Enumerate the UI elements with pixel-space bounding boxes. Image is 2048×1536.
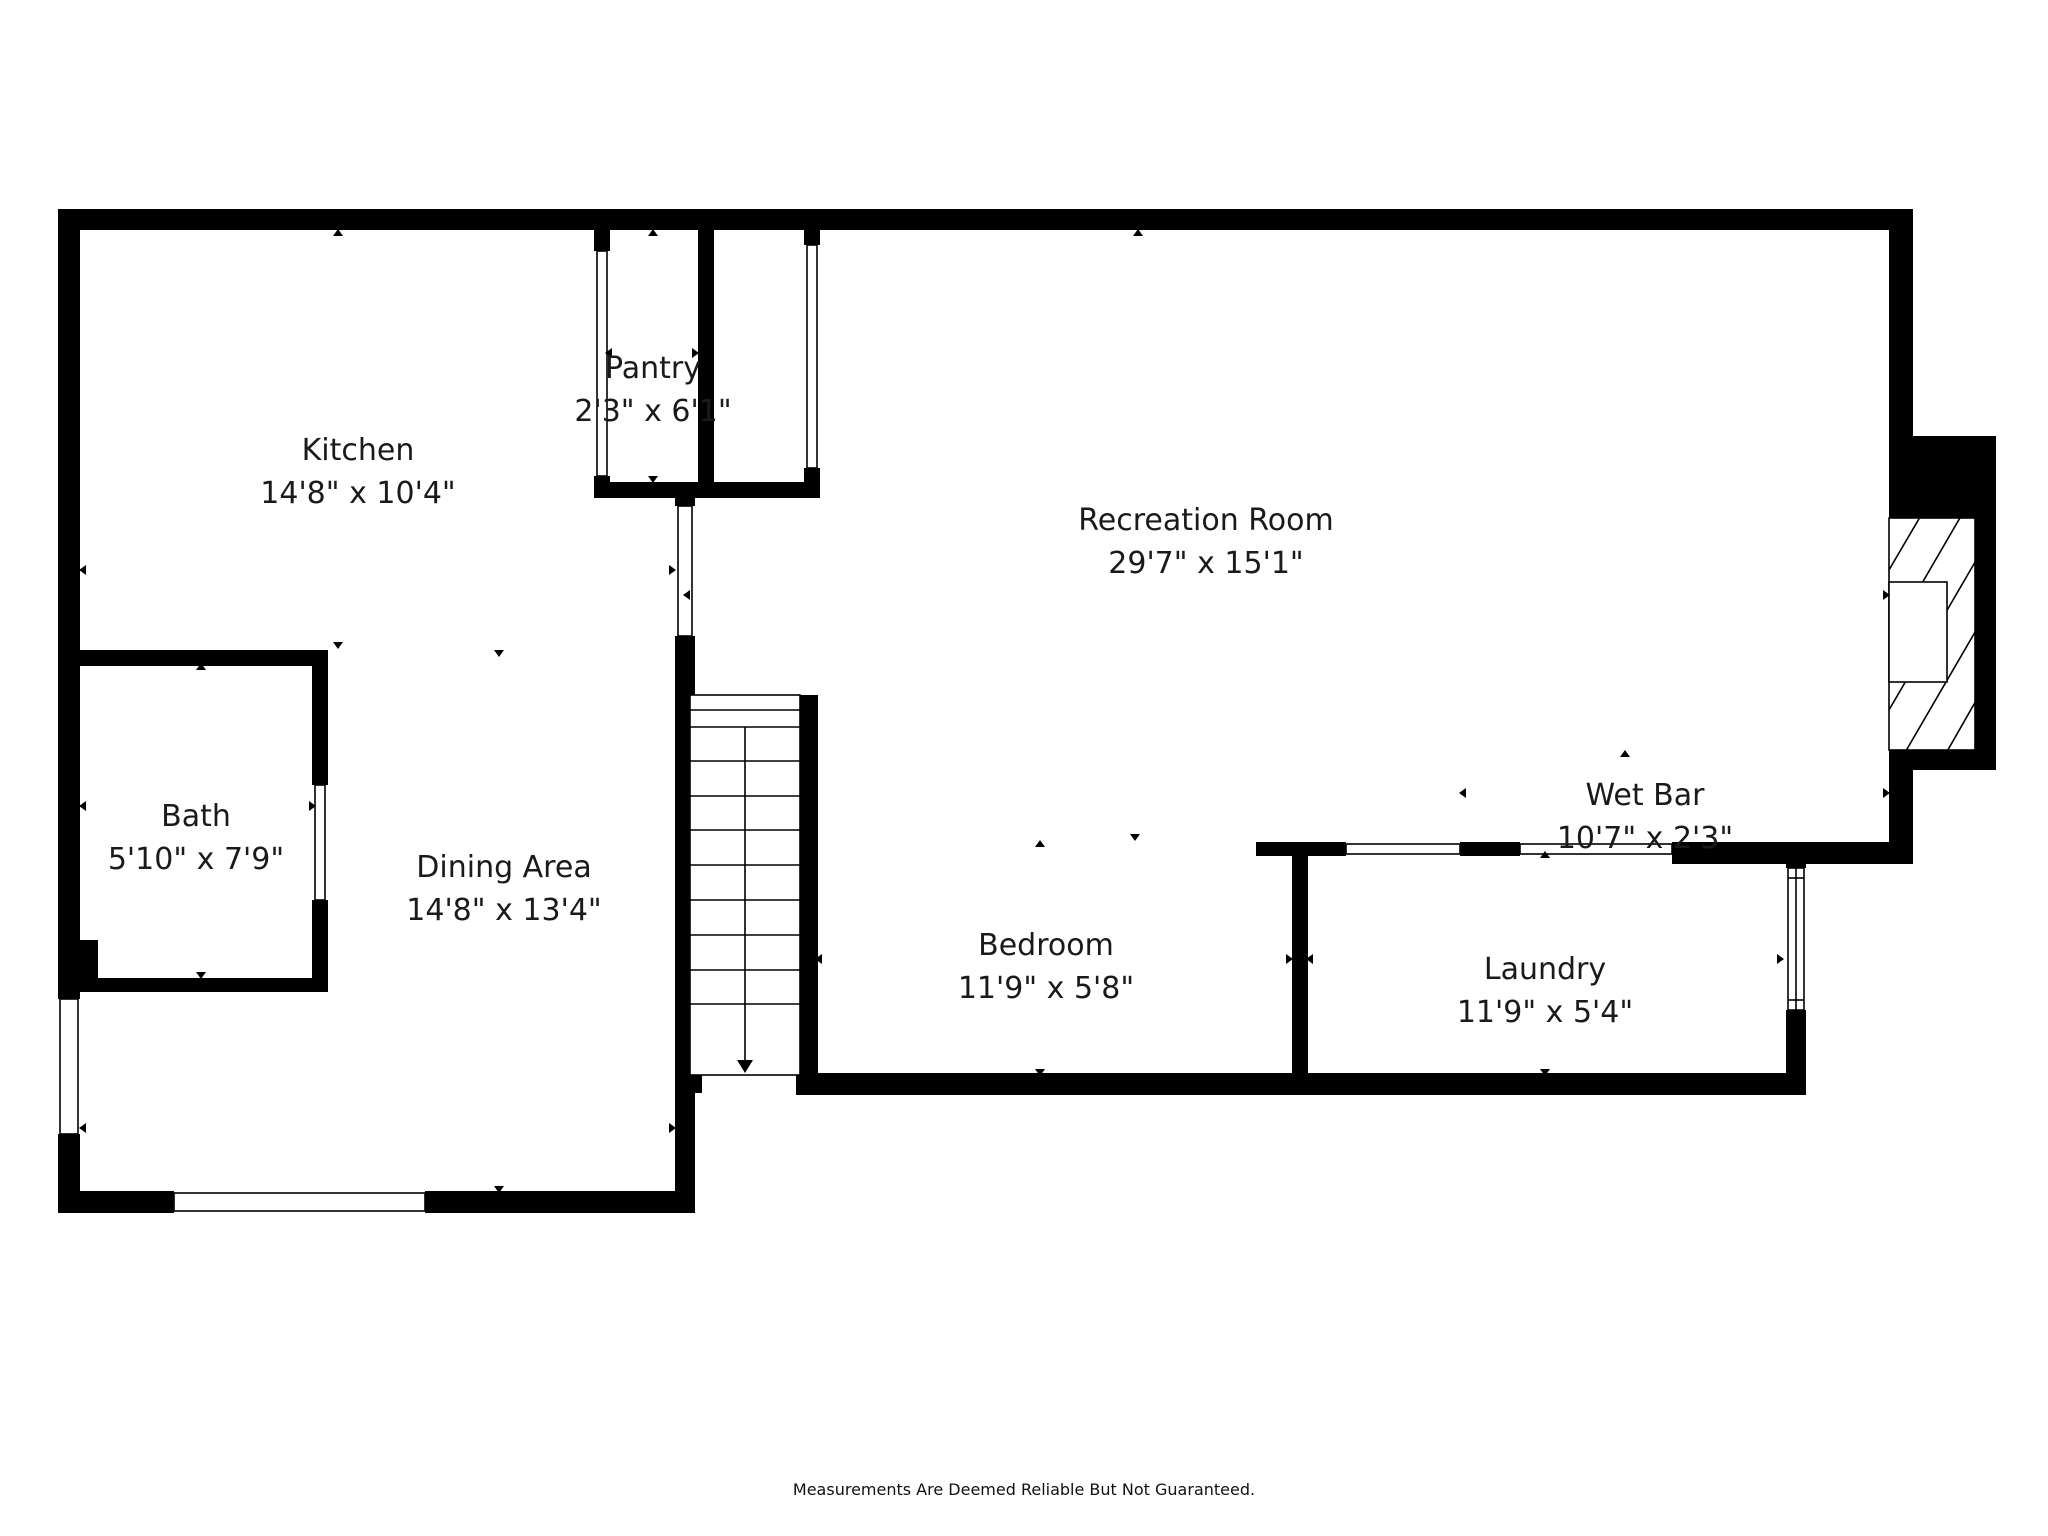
stair-direction-arrow-icon xyxy=(737,1060,753,1073)
wall-pantry-left xyxy=(594,209,610,251)
wall-right-upper xyxy=(1889,209,1913,436)
room-size-laundry: 11'9" x 5'4" xyxy=(1457,995,1633,1030)
wall-dining-bottom-right xyxy=(425,1191,695,1213)
room-name-kitchen: Kitchen xyxy=(302,433,415,468)
room-size-pantry: 2'3" x 6'1" xyxy=(574,394,731,429)
wall-right-lower xyxy=(1889,770,1913,864)
room-size-kitchen: 14'8" x 10'4" xyxy=(260,476,455,511)
fireplace-hearth xyxy=(1888,581,1948,683)
wall-bedroom-laundry-divider xyxy=(1292,845,1308,1095)
wall-laundry-right-upper xyxy=(1786,842,1806,868)
wall-laundry-top-left xyxy=(1256,842,1346,856)
windows xyxy=(59,244,1805,1212)
dining-left-window xyxy=(59,998,79,1135)
staircase xyxy=(689,694,801,1093)
wall-laundry-right-lower xyxy=(1786,1010,1806,1095)
room-name-bedroom: Bedroom xyxy=(978,928,1114,963)
wall-bath-top xyxy=(58,650,328,666)
fireplace-block-bottom xyxy=(1889,750,1996,770)
room-name-dining-area: Dining Area xyxy=(416,850,591,885)
room-name-wet-bar: Wet Bar xyxy=(1586,778,1706,813)
room-labels: Kitchen 14'8" x 10'4" Pantry 2'3" x 6'1"… xyxy=(108,351,1733,1030)
room-size-dining-area: 14'8" x 13'4" xyxy=(406,893,601,928)
wall-closet-right-top xyxy=(804,209,820,245)
wall-dining-bottom-left xyxy=(58,1191,174,1213)
room-size-recreation-room: 29'7" x 15'1" xyxy=(1108,546,1303,581)
room-size-wet-bar: 10'7" x 2'3" xyxy=(1557,821,1733,856)
pantry-door xyxy=(596,250,608,477)
fireplace xyxy=(1888,517,1976,751)
room-name-pantry: Pantry xyxy=(605,351,701,386)
dimension-markers xyxy=(79,229,1890,1193)
laundry-top-opening xyxy=(1345,843,1461,855)
bath-door xyxy=(314,784,326,901)
kitchen-rec-opening xyxy=(677,505,693,637)
wall-left-upper xyxy=(58,209,80,999)
walls xyxy=(58,209,1996,1213)
room-size-bedroom: 11'9" x 5'8" xyxy=(958,971,1134,1006)
wall-top xyxy=(58,209,1913,230)
room-name-bath: Bath xyxy=(161,799,231,834)
closet-door xyxy=(806,244,818,469)
wall-bath-corner xyxy=(58,940,98,992)
room-name-recreation-room: Recreation Room xyxy=(1078,503,1333,538)
wall-pantry-bottom xyxy=(594,482,819,498)
wall-bath-bottom xyxy=(80,978,328,992)
fireplace-block-right xyxy=(1975,436,1996,770)
room-name-laundry: Laundry xyxy=(1484,952,1606,987)
wet-bar-counter xyxy=(1519,843,1673,855)
wall-pantry-divider xyxy=(698,209,714,496)
wall-bath-right-upper xyxy=(312,650,328,785)
wall-stair-right xyxy=(800,695,818,1092)
wall-laundry-top-mid xyxy=(1460,842,1520,856)
wall-bath-right-lower xyxy=(312,900,328,992)
wall-closet-right-bottom xyxy=(804,468,820,498)
room-size-bath: 5'10" x 7'9" xyxy=(108,842,284,877)
disclaimer-text: Measurements Are Deemed Reliable But Not… xyxy=(793,1480,1255,1499)
dining-bottom-window xyxy=(173,1192,426,1212)
